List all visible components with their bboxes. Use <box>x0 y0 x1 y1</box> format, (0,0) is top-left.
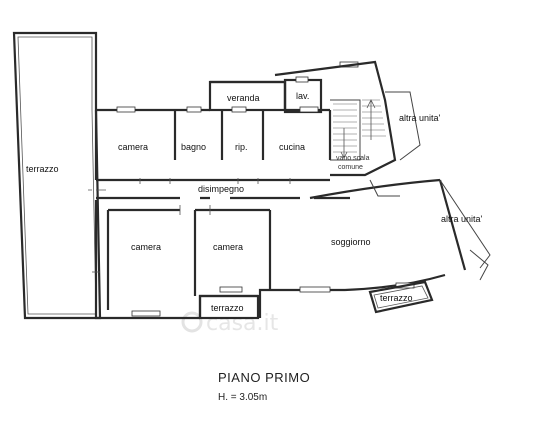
label-camera-top: camera <box>118 142 148 152</box>
label-disimpegno: disimpegno <box>198 184 244 194</box>
label-terrazzo-bottom-right: terrazzo <box>380 293 413 303</box>
plan-height: H. = 3.05m <box>218 392 267 403</box>
neighbours <box>369 91 491 281</box>
label-camera-bottom-mid: camera <box>213 242 243 252</box>
label-soggiorno: soggiorno <box>331 237 371 247</box>
terrace-bottom-right <box>368 280 434 314</box>
label-rip: rip. <box>235 142 248 152</box>
label-bagno: bagno <box>181 142 206 152</box>
label-vano-scala-2: comune <box>338 164 363 171</box>
plan-title: PIANO PRIMO <box>218 370 310 385</box>
terrace-left <box>12 31 102 320</box>
label-vano-scala: vano scala <box>336 155 370 162</box>
label-terrazzo-left: terrazzo <box>26 164 59 174</box>
label-camera-bottom-left: camera <box>131 242 161 252</box>
label-altra-unita-top: altra unita' <box>399 113 441 123</box>
label-lav: lav. <box>296 91 309 101</box>
label-altra-unita-right: altra unita' <box>441 214 483 224</box>
label-veranda: veranda <box>227 93 260 103</box>
label-cucina: cucina <box>279 142 305 152</box>
label-terrazzo-bottom-mid: terrazzo <box>211 303 244 313</box>
stairwell <box>274 60 397 177</box>
terrace-bottom-middle <box>198 294 260 320</box>
watermark-text: casa.it <box>206 311 279 336</box>
watermark: casa.it <box>181 311 279 336</box>
